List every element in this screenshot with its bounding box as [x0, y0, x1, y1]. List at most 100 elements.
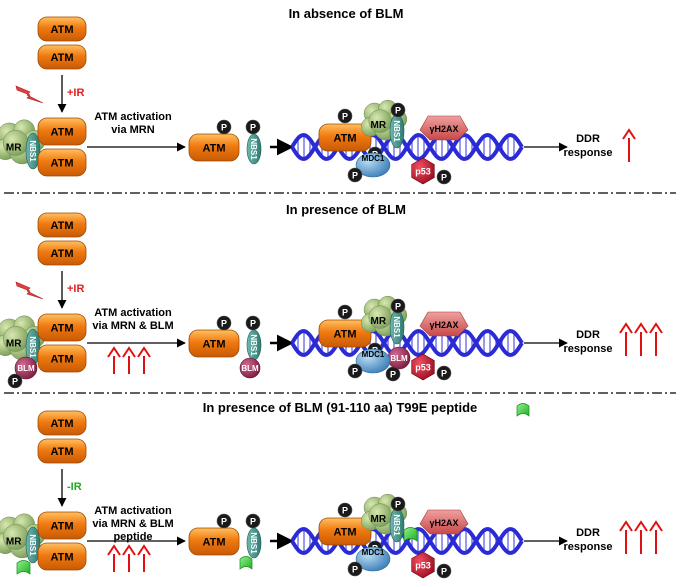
panel-3-output-line1: DDR	[576, 527, 600, 539]
p-label: P	[395, 302, 401, 312]
p-label: P	[352, 171, 358, 181]
p53-label: p53	[415, 363, 431, 373]
p53-protein: p53	[411, 157, 435, 185]
blm-label: BLM	[17, 364, 35, 373]
phospho-p: P	[216, 315, 232, 331]
phospho-p: P	[385, 366, 401, 382]
panel-2-treatment: +IR	[67, 283, 84, 295]
nbs1-protein: NBS1	[246, 329, 262, 361]
blm-body	[14, 356, 38, 380]
atm-label: ATM	[333, 329, 356, 341]
up-arrow-icon	[619, 520, 633, 554]
peptide-square-icon	[239, 556, 253, 570]
up-arrow-icon	[649, 322, 663, 356]
nbs1-label: NBS1	[249, 532, 258, 554]
panel-3-activation-text-2: via MRN & BLM	[92, 518, 173, 530]
atm-body	[37, 344, 87, 373]
atm-dimer-top: ATM	[37, 212, 87, 238]
mr-label: MR	[371, 120, 387, 131]
peptide-square-icon	[16, 560, 31, 575]
p53-protein: p53	[411, 353, 435, 381]
phospho-p: P	[347, 363, 363, 379]
atm-label: ATM	[202, 143, 225, 155]
p-label: P	[250, 319, 256, 329]
up-arrow-icon	[619, 322, 633, 356]
phospho-p: P	[390, 102, 406, 118]
mdc1-protein: MDC1	[355, 348, 391, 374]
atm-label: ATM	[50, 24, 73, 36]
atm-body	[37, 542, 87, 571]
p-label: P	[221, 319, 227, 329]
p-circle	[390, 496, 406, 512]
p-label: P	[441, 369, 447, 379]
h2ax-body	[419, 115, 469, 141]
p-circle	[216, 119, 232, 135]
atm-active-top: ATM	[37, 117, 87, 146]
atm-body	[37, 44, 87, 70]
panel-3-treatment: -IR	[67, 481, 82, 493]
p53-body	[411, 353, 435, 381]
blm-protein: BLM	[387, 346, 411, 370]
up-arrow-icon	[122, 346, 136, 374]
up-arrow-icon	[122, 544, 136, 572]
phospho-p: P	[347, 167, 363, 183]
h2ax-body	[419, 509, 469, 535]
p-circle	[337, 304, 353, 320]
p-label: P	[221, 517, 227, 527]
nbs1-label: NBS1	[28, 534, 37, 556]
atm-on-dna: ATM	[318, 123, 372, 152]
p-label: P	[395, 106, 401, 116]
blm-protein: BLM	[14, 356, 38, 380]
nbs1-body	[25, 132, 41, 170]
atm-label: ATM	[50, 248, 73, 260]
atm-label: ATM	[333, 133, 356, 145]
atm-label: ATM	[50, 446, 73, 458]
atm-body	[37, 117, 87, 146]
atm-label: ATM	[50, 521, 73, 533]
phospho-p: P	[245, 315, 261, 331]
atm-monomer: ATM	[188, 527, 240, 556]
blm-label: BLM	[390, 354, 408, 363]
up-arrow-icon	[622, 128, 636, 162]
mr-label: MR	[6, 338, 22, 349]
phospho-p: P	[245, 119, 261, 135]
p-circle	[385, 366, 401, 382]
atm-body	[318, 319, 372, 348]
p-circle	[436, 365, 452, 381]
p-circle	[436, 169, 452, 185]
atm-label: ATM	[50, 418, 73, 430]
nbs1-protein: NBS1	[25, 526, 41, 564]
atm-label: ATM	[333, 527, 356, 539]
atm-label: ATM	[50, 323, 73, 335]
mdc1-label: MDC1	[362, 350, 385, 359]
atm-dimer-bottom: ATM	[37, 44, 87, 70]
lightning-icon	[15, 85, 44, 104]
panel-1-activation-text-1: ATM activation	[94, 111, 172, 123]
atm-on-dna: ATM	[318, 517, 372, 546]
atm-body	[37, 511, 87, 540]
up-arrow-icon	[634, 520, 648, 554]
lightning-icon	[15, 281, 44, 300]
phospho-p: P	[347, 561, 363, 577]
nbs1-protein: NBS1	[389, 309, 405, 345]
mdc1-protein: MDC1	[355, 546, 391, 572]
atm-active-top: ATM	[37, 313, 87, 342]
panel-2-output-line1: DDR	[576, 329, 600, 341]
p-circle	[390, 102, 406, 118]
phospho-p: P	[337, 108, 353, 124]
atm-dimer-bottom: ATM	[37, 438, 87, 464]
panel-1-activation-text-2: via MRN	[111, 124, 154, 136]
atm-label: ATM	[50, 354, 73, 366]
p-circle	[337, 108, 353, 124]
nbs1-body	[25, 526, 41, 564]
h2ax-label: γH2AX	[429, 320, 458, 330]
p-circle	[347, 561, 363, 577]
atm-label: ATM	[50, 552, 73, 564]
dna-strand	[290, 328, 524, 358]
nbs1-label: NBS1	[28, 336, 37, 358]
nbs1-protein: NBS1	[246, 133, 262, 165]
phospho-p: P	[436, 169, 452, 185]
p-circle	[390, 298, 406, 314]
p-circle	[347, 363, 363, 379]
